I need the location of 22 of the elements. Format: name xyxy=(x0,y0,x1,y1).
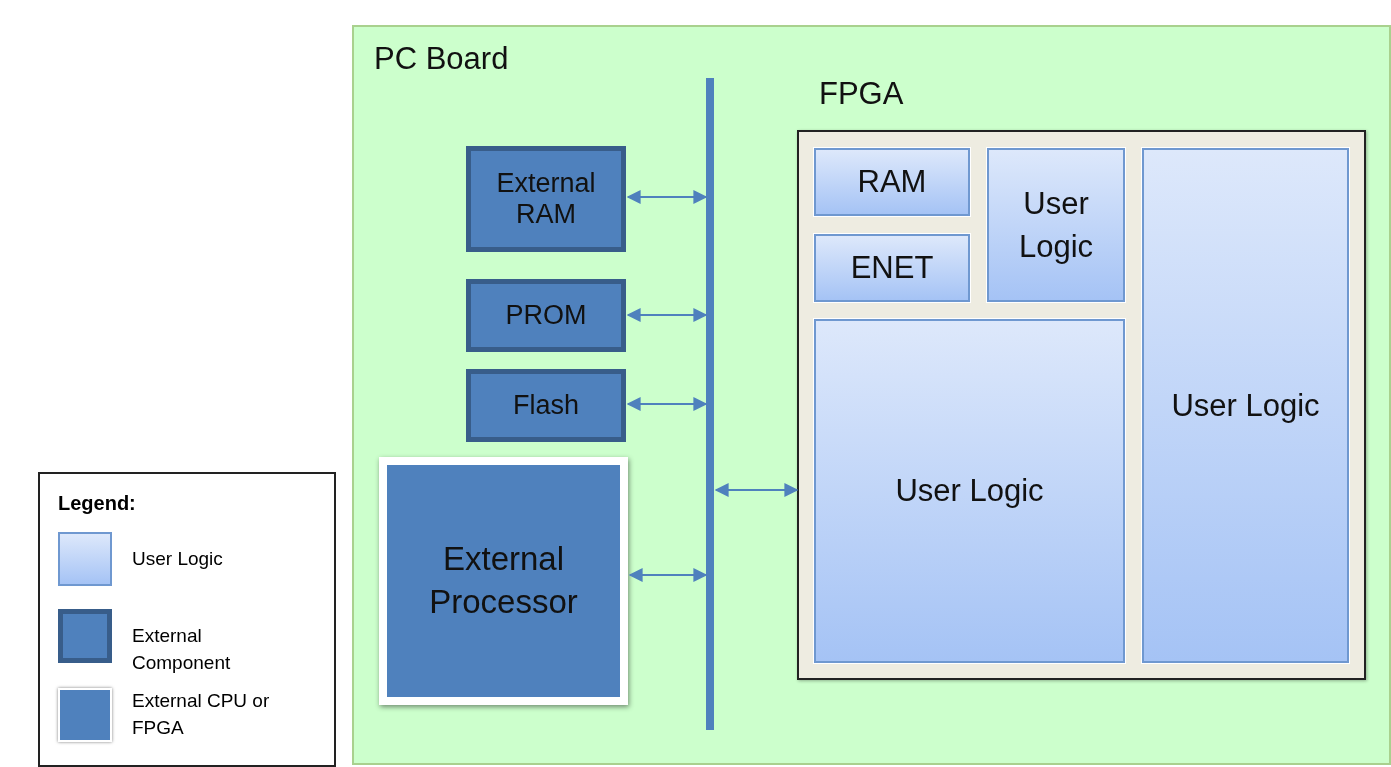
component-box: External RAM xyxy=(466,146,626,252)
legend-text: External Component xyxy=(132,624,232,675)
legend-text: User Logic xyxy=(132,547,224,571)
double-arrow xyxy=(626,397,708,411)
legend-text: External CPU or FPGA xyxy=(132,689,271,740)
logic-block: User Logic xyxy=(987,148,1125,302)
logic-block: ENET xyxy=(814,234,970,302)
logic-block: RAM xyxy=(814,148,970,216)
legend-title: Legend: xyxy=(58,492,136,515)
component-box: PROM xyxy=(466,279,626,352)
logic-block: User Logic xyxy=(1142,148,1349,663)
circuit-board-panel xyxy=(352,25,1391,765)
container-heading: FPGA xyxy=(819,76,904,112)
component-box: Flash xyxy=(466,369,626,442)
double-arrow xyxy=(626,190,708,204)
double-arrow xyxy=(628,568,708,582)
processor-box: External Processor xyxy=(379,457,628,705)
container-heading: PC Board xyxy=(374,41,509,77)
bus-bar xyxy=(706,78,714,730)
double-arrow xyxy=(626,308,708,322)
double-arrow xyxy=(714,483,799,497)
logic-block: User Logic xyxy=(814,319,1125,663)
